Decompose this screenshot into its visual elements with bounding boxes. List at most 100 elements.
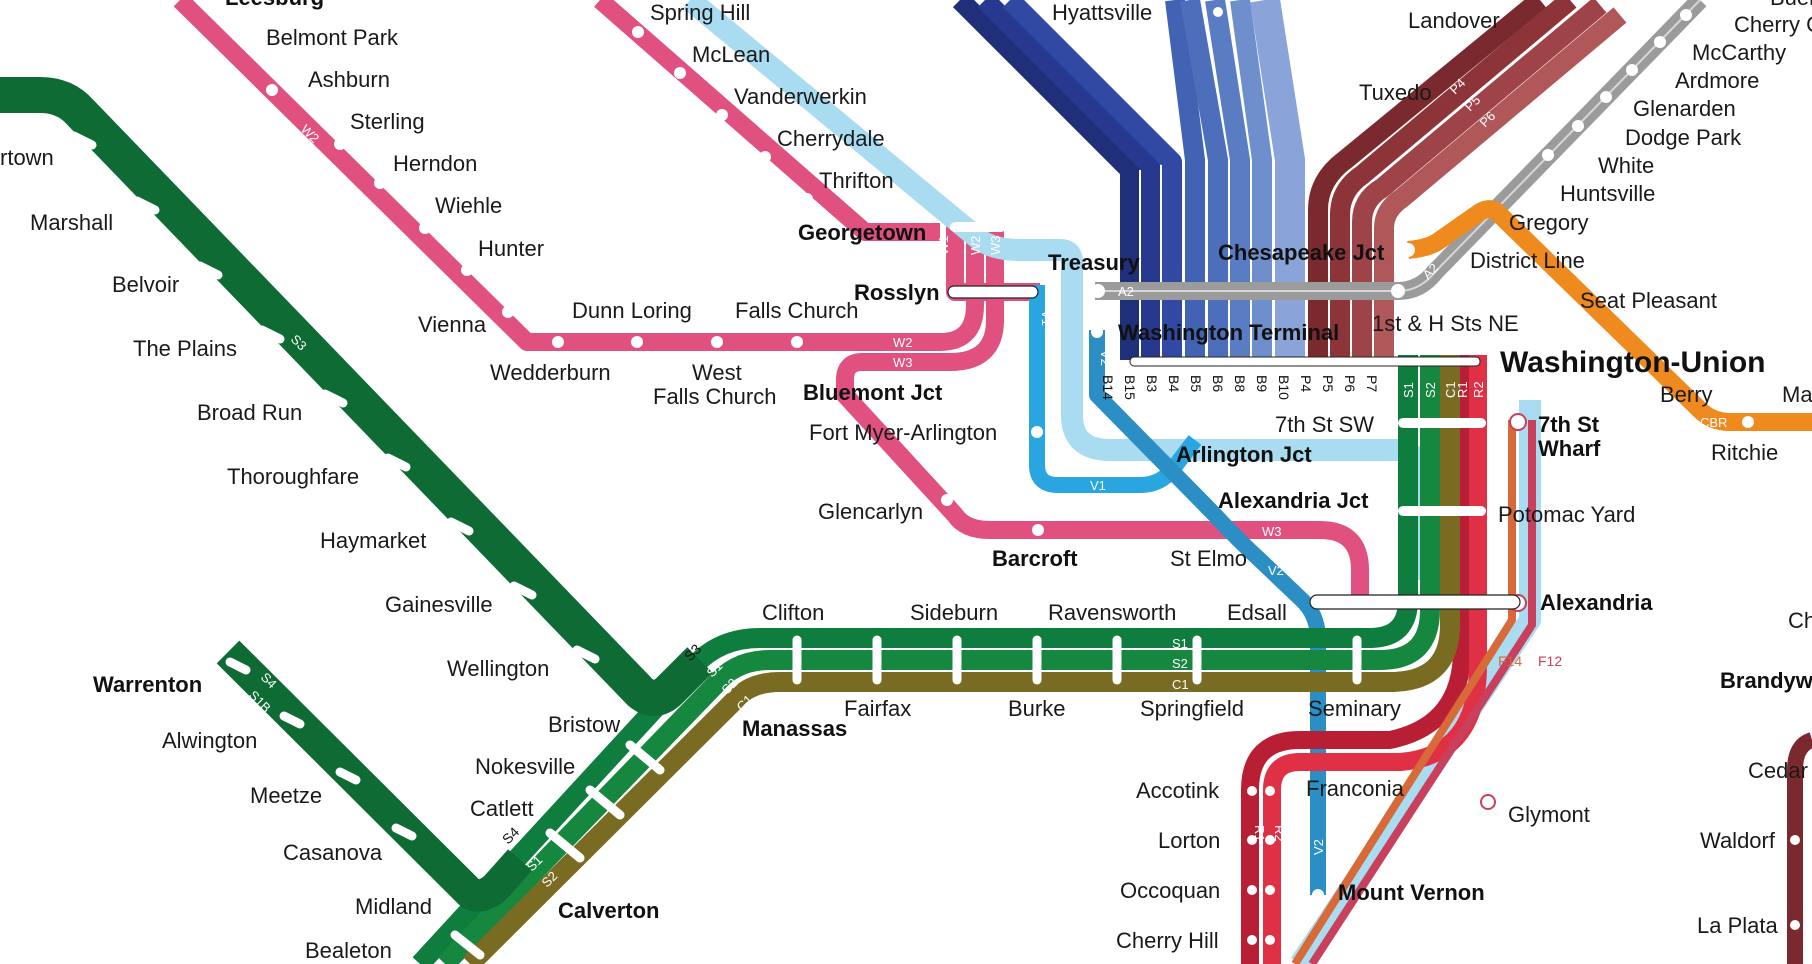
station-label-franconia[interactable]: Franconia bbox=[1306, 776, 1405, 801]
station-label-bealeton[interactable]: Bealeton bbox=[305, 938, 392, 963]
station-label-mount-vernon[interactable]: Mount Vernon bbox=[1338, 880, 1485, 905]
station-dot[interactable] bbox=[1680, 9, 1692, 21]
station-label-haymarket[interactable]: Haymarket bbox=[320, 528, 426, 553]
station-dot[interactable] bbox=[1600, 91, 1612, 103]
station-label-alexandria-jct[interactable]: Alexandria Jct bbox=[1218, 488, 1369, 513]
station-label-brandywine[interactable]: Brandyw bbox=[1720, 668, 1812, 693]
station-label-ardmore[interactable]: Ardmore bbox=[1675, 68, 1759, 93]
station-label-ravensworth[interactable]: Ravensworth bbox=[1048, 600, 1176, 625]
station-tick[interactable] bbox=[625, 740, 665, 775]
station-label-manassas[interactable]: Manassas bbox=[742, 716, 847, 741]
station-label-nokesville[interactable]: Nokesville bbox=[475, 754, 575, 779]
station-label-hunter[interactable]: Hunter bbox=[478, 236, 544, 261]
station-label-belvoir[interactable]: Belvoir bbox=[112, 272, 179, 297]
station-label-la-plata[interactable]: La Plata bbox=[1697, 913, 1778, 938]
station-tick[interactable] bbox=[335, 767, 361, 785]
station-label-georgetown[interactable]: Georgetown bbox=[798, 220, 926, 245]
station-label-gainesville[interactable]: Gainesville bbox=[385, 592, 493, 617]
station-label-occoquan[interactable]: Occoquan bbox=[1120, 878, 1220, 903]
station-label-mccarthy[interactable]: McCarthy bbox=[1692, 40, 1786, 65]
station-tick[interactable] bbox=[225, 657, 251, 675]
station-dot[interactable] bbox=[1790, 920, 1800, 930]
station-tick[interactable] bbox=[132, 196, 160, 215]
station-label-midland[interactable]: Midland bbox=[355, 894, 432, 919]
station-tick[interactable] bbox=[450, 930, 485, 960]
station-dot[interactable] bbox=[1247, 786, 1257, 796]
station-bar-potomac-yard[interactable] bbox=[1398, 506, 1486, 516]
station-dot[interactable] bbox=[1265, 786, 1275, 796]
station-label-mclean[interactable]: McLean bbox=[692, 42, 770, 67]
station-tick[interactable] bbox=[195, 261, 223, 280]
station-label-seat-pleasant[interactable]: Seat Pleasant bbox=[1580, 288, 1717, 313]
station-tick[interactable] bbox=[585, 785, 625, 820]
station-label-ashburn[interactable]: Ashburn bbox=[308, 67, 390, 92]
station-dot[interactable] bbox=[1265, 835, 1275, 845]
station-label-seminary[interactable]: Seminary bbox=[1308, 696, 1401, 721]
station-label-lorton[interactable]: Lorton bbox=[1158, 828, 1220, 853]
station-tick[interactable] bbox=[383, 453, 411, 472]
station-dot[interactable] bbox=[716, 109, 728, 121]
station-label-bristow[interactable]: Bristow bbox=[548, 712, 620, 737]
station-label-vanderwerkin[interactable]: Vanderwerkin bbox=[734, 84, 867, 109]
station-label-barcroft[interactable]: Barcroft bbox=[992, 546, 1078, 571]
station-label-alwington[interactable]: Alwington bbox=[162, 728, 257, 753]
station-label-district-line[interactable]: District Line bbox=[1470, 248, 1585, 273]
station-dot[interactable] bbox=[1626, 64, 1638, 76]
station-bar-alexandria[interactable] bbox=[1309, 594, 1521, 610]
station-label-seventh-st-wharf-line1[interactable]: 7th St bbox=[1538, 412, 1600, 437]
station-dot[interactable] bbox=[1213, 7, 1223, 17]
station-dot[interactable] bbox=[1401, 243, 1415, 257]
station-dot[interactable] bbox=[1247, 935, 1257, 945]
station-dot[interactable] bbox=[1091, 326, 1103, 338]
station-label-edsall[interactable]: Edsall bbox=[1227, 600, 1287, 625]
station-label-seventh-st-sw[interactable]: 7th St SW bbox=[1275, 412, 1374, 437]
station-label-fort-myer-arlington[interactable]: Fort Myer-Arlington bbox=[809, 420, 997, 445]
station-dot[interactable] bbox=[1562, 316, 1574, 328]
station-label-buena[interactable]: Buena bbox=[1770, 0, 1812, 10]
station-dot[interactable] bbox=[374, 177, 386, 189]
station-label-fairfax[interactable]: Fairfax bbox=[844, 696, 911, 721]
station-label-potomac-yard[interactable]: Potomac Yard bbox=[1498, 502, 1635, 527]
station-label-huntsville[interactable]: Huntsville bbox=[1560, 181, 1655, 206]
station-dot[interactable] bbox=[1265, 885, 1275, 895]
station-label-town[interactable]: rtown bbox=[0, 145, 54, 170]
station-label-ma[interactable]: Ma bbox=[1782, 382, 1812, 407]
station-label-the-plains[interactable]: The Plains bbox=[133, 336, 237, 361]
station-label-tuxedo[interactable]: Tuxedo bbox=[1359, 80, 1432, 105]
station-tick[interactable] bbox=[509, 581, 537, 600]
station-dot[interactable] bbox=[1032, 524, 1044, 536]
station-tick[interactable] bbox=[391, 823, 417, 841]
station-label-cherry-grove[interactable]: Cherry Gro bbox=[1734, 12, 1812, 37]
station-dot[interactable] bbox=[266, 84, 278, 96]
station-bar-georgetown[interactable] bbox=[950, 222, 1006, 232]
station-dot[interactable] bbox=[419, 222, 431, 234]
station-label-washington-terminal[interactable]: Washington Terminal bbox=[1118, 320, 1339, 345]
station-dot[interactable] bbox=[552, 336, 564, 348]
station-tick[interactable] bbox=[279, 711, 305, 729]
station-label-wiehle[interactable]: Wiehle bbox=[435, 193, 502, 218]
station-dot[interactable] bbox=[941, 494, 953, 506]
station-dot[interactable] bbox=[711, 336, 723, 348]
station-bar-union-green[interactable] bbox=[1398, 418, 1486, 428]
station-label-treasury[interactable]: Treasury bbox=[1048, 250, 1140, 275]
station-dot[interactable] bbox=[1247, 835, 1257, 845]
station-label-vienna[interactable]: Vienna bbox=[418, 312, 487, 337]
station-label-hyattsville[interactable]: Hyattsville bbox=[1052, 0, 1152, 25]
station-dot[interactable] bbox=[1654, 36, 1666, 48]
station-label-bluemont-jct[interactable]: Bluemont Jct bbox=[803, 380, 943, 405]
station-dot[interactable] bbox=[1091, 284, 1105, 298]
station-label-washington-union[interactable]: Washington-Union bbox=[1500, 346, 1766, 379]
station-label-ch[interactable]: Ch bbox=[1788, 608, 1812, 633]
station-label-glymont[interactable]: Glymont bbox=[1508, 802, 1590, 827]
station-label-sterling[interactable]: Sterling bbox=[350, 109, 425, 134]
station-dot[interactable] bbox=[1572, 120, 1584, 132]
station-dot[interactable] bbox=[674, 67, 686, 79]
station-label-dodge-park[interactable]: Dodge Park bbox=[1625, 125, 1742, 150]
station-label-chesapeake-jct[interactable]: Chesapeake Jct bbox=[1218, 240, 1385, 265]
station-label-meetze[interactable]: Meetze bbox=[250, 783, 322, 808]
station-bar-rosslyn[interactable] bbox=[947, 285, 1039, 299]
station-label-st-elmo[interactable]: St Elmo bbox=[1170, 546, 1247, 571]
station-label-ritchie[interactable]: Ritchie bbox=[1711, 440, 1778, 465]
station-tick[interactable] bbox=[572, 645, 600, 664]
station-dot[interactable] bbox=[1682, 416, 1694, 428]
